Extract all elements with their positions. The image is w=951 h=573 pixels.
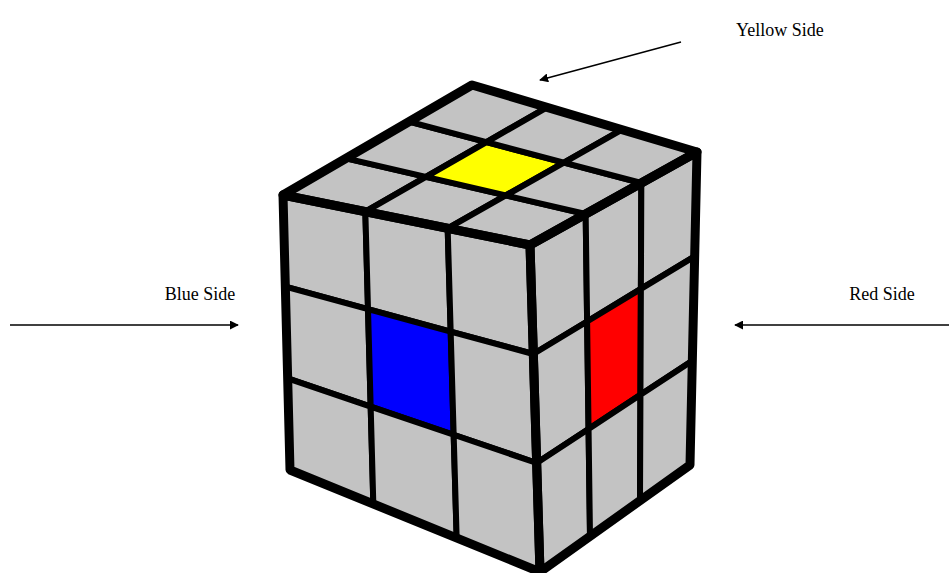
side-label: Blue Side [165,284,236,306]
leader-arrow [540,42,681,80]
leader-arrow [735,324,949,326]
side-label: Yellow Side [736,20,824,42]
top-face-outline [283,85,697,245]
leader-arrow [10,324,238,326]
rubiks-cube [283,85,697,572]
right-face-outline [530,152,697,572]
side-label: Red Side [849,284,915,306]
front-face-outline [283,195,540,572]
